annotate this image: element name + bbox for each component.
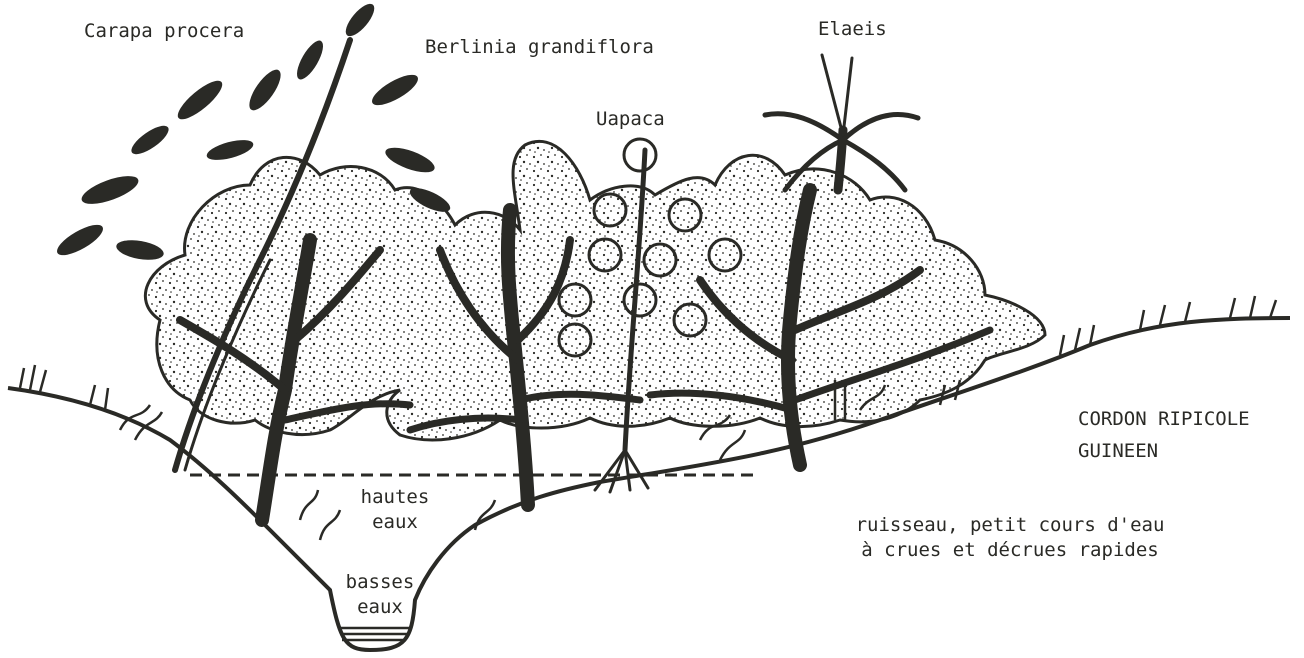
label-low-water-line1: basses: [325, 570, 435, 594]
label-uapaca: Uapaca: [596, 107, 665, 131]
label-high-water-line2: eaux: [340, 510, 450, 534]
label-carapa-procera: Carapa procera: [84, 19, 244, 43]
label-formation-line2: GUINEEN: [1078, 439, 1158, 463]
label-stream-line2: à crues et décrues rapides: [790, 538, 1230, 562]
label-low-water-line2: eaux: [325, 595, 435, 619]
label-berlinia-grandiflora: Berlinia grandiflora: [425, 35, 654, 59]
label-elaeis: Elaeis: [818, 17, 887, 41]
label-stream-line1: ruisseau, petit cours d'eau: [790, 513, 1230, 537]
label-high-water-line1: hautes: [340, 485, 450, 509]
low-water-lines: [338, 628, 410, 640]
label-formation-line1: CORDON RIPICOLE: [1078, 407, 1250, 431]
